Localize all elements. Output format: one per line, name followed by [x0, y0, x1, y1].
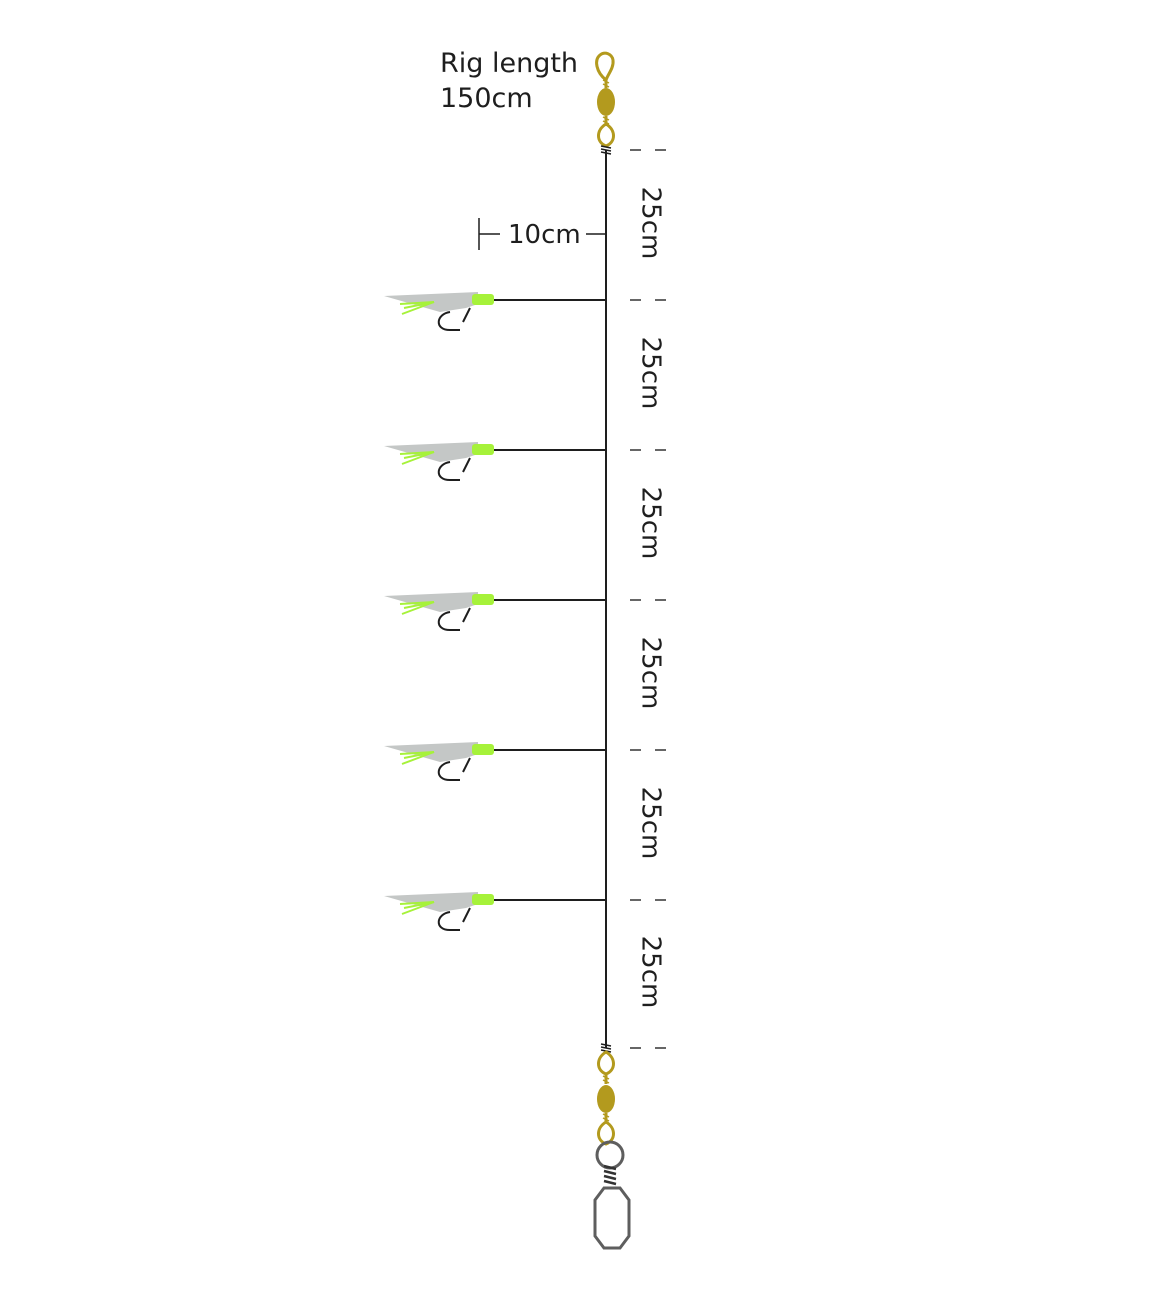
dropper-length-dimension: 10cm	[478, 218, 606, 250]
streamer-icon	[399, 901, 435, 915]
dropper-hook-3	[384, 592, 606, 631]
hook-icon	[437, 607, 471, 631]
bottom-swivel-icon	[597, 1043, 615, 1146]
snap-clip-icon	[593, 1140, 631, 1250]
segment-label-1: 25cm	[636, 187, 666, 260]
segment-label-3: 25cm	[636, 487, 666, 560]
streamer-icon	[399, 451, 435, 465]
bead-icon	[472, 444, 494, 455]
dropper-length-label: 10cm	[508, 220, 581, 250]
streamer-icon	[399, 601, 435, 615]
dropper-hook-4	[384, 742, 606, 781]
rig-length-label: Rig length	[440, 48, 578, 79]
top-swivel-icon	[595, 51, 615, 155]
hook-icon	[437, 457, 471, 481]
bead-icon	[472, 744, 494, 755]
segment-label-4: 25cm	[636, 637, 666, 710]
bead-icon	[472, 594, 494, 605]
dropper-hooks	[384, 292, 606, 931]
segment-labels: 25cm 25cm 25cm 25cm 25cm 25cm	[636, 187, 666, 1009]
streamer-icon	[399, 751, 435, 765]
segment-label-5: 25cm	[636, 787, 666, 860]
bead-icon	[472, 294, 494, 305]
bead-icon	[472, 894, 494, 905]
rig-length-value: 150cm	[440, 83, 533, 114]
hook-icon	[437, 907, 471, 931]
hook-icon	[437, 307, 471, 331]
streamer-icon	[399, 301, 435, 315]
dropper-hook-1	[384, 292, 606, 331]
dropper-hook-5	[384, 892, 606, 931]
dropper-hook-2	[384, 442, 606, 481]
segment-label-2: 25cm	[636, 337, 666, 410]
segment-marks	[630, 149, 666, 1049]
segment-label-6: 25cm	[636, 936, 666, 1009]
hook-icon	[437, 757, 471, 781]
